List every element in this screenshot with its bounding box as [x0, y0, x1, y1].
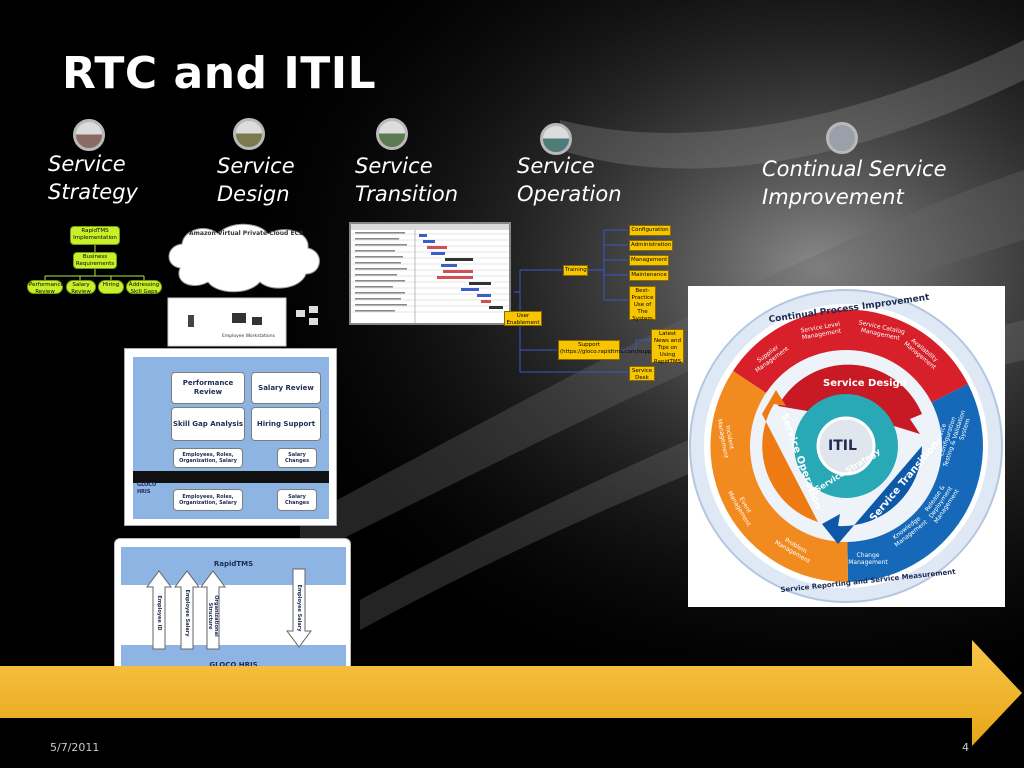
itil-wheel [689, 289, 1003, 603]
phase-label-line1: Service [355, 154, 433, 178]
itil-center-label: ITIL [828, 438, 857, 454]
strategy-leaf-node: Performance Review [27, 280, 64, 295]
design-cloud-caption: Employee Workstations [222, 334, 275, 339]
design-cloud-title: Amazon Virtual Private Cloud EC2 [189, 230, 304, 237]
phase-label-line1: Service [217, 154, 295, 178]
hris-box: Employees, Roles, Organization, Salary [173, 448, 243, 468]
integration-top-label: RapidTMS [213, 560, 254, 568]
phase-dot-icon [233, 118, 265, 150]
rapidtms-integration-panel: RapidTMS GLOCO HRIS Employee ID Employee… [114, 538, 351, 691]
phase-dot-icon [540, 123, 572, 155]
hris-box: Salary Review [251, 372, 321, 404]
phase-label-line2: Transition [355, 182, 459, 206]
slide-date: 5/7/2011 [50, 741, 100, 754]
integration-arrows [146, 568, 312, 650]
hris-box: Salary Changes [277, 448, 317, 468]
hris-label: GLOCO HRIS [137, 482, 157, 495]
strategy-root-node: RapidTMS Implementation [70, 226, 120, 245]
phase-dot-icon [376, 118, 408, 150]
operation-node: Management [629, 255, 669, 266]
hris-box: Skill Gap Analysis [171, 407, 245, 441]
gantt-chart [351, 224, 509, 323]
design-cloud-diagram [167, 223, 320, 347]
itil-segment-label: Change Management [848, 552, 888, 566]
phase-dot-icon [826, 122, 858, 154]
phase-label-line1: Service [517, 154, 595, 178]
phase-label-line2: Design [217, 182, 290, 206]
integration-bottom-label: GLOCO HRIS [209, 661, 258, 669]
strategy-leaf-node: Salary Review [66, 280, 96, 295]
operation-node: Service Desk [629, 366, 655, 381]
hris-box: Employees, Roles, Organization, Salary [173, 489, 243, 511]
operation-node: Latest News and Tips on Using RapidTMS [651, 329, 684, 365]
operation-node: Maintenance [629, 270, 669, 281]
page-number: 4 [962, 741, 969, 754]
strategy-leaf-node: Hiring [98, 280, 124, 294]
slide-title: RTC and ITIL [62, 48, 377, 99]
itil-diagram: Continual Process Improvement Service Re… [688, 286, 1005, 607]
hris-box: Salary Changes [277, 489, 317, 511]
hris-box: Hiring Support [251, 407, 321, 441]
phase-label-line1: Continual Service [762, 157, 947, 181]
hris-integration-panel: Performance Review Salary Review Skill G… [124, 348, 337, 526]
strategy-leaf-node: Addressing Skill Gaps [126, 280, 162, 295]
itil-ring-label: Service Design [823, 378, 907, 389]
operation-node: Administration [629, 240, 673, 251]
operation-node: User Enablement [504, 311, 542, 326]
operation-node: Configuration [629, 225, 671, 236]
transition-gantt-screenshot [349, 222, 511, 325]
hris-box: Performance Review [171, 372, 245, 404]
timeline-arrow [0, 640, 1022, 746]
phase-label-line1: Service [48, 152, 126, 176]
strategy-mid-node: Business Requirements [73, 252, 117, 269]
operation-node: Support (https://gloco.rapidtms.com/supp… [558, 340, 661, 360]
phase-label-line2: Improvement [762, 185, 904, 209]
phase-dot-icon [73, 119, 105, 151]
phase-label-line2: Strategy [48, 180, 138, 204]
phase-label-line2: Operation [517, 182, 622, 206]
operation-node: Training [563, 265, 588, 276]
operation-node: Best-Practice Use of The System [629, 286, 656, 322]
